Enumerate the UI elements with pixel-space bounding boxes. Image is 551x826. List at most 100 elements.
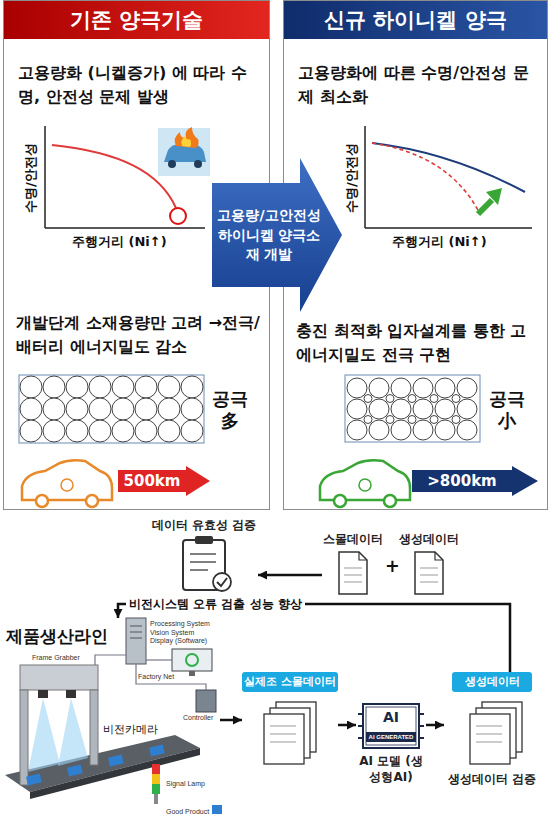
production-line-illustration (38, 690, 48, 698)
production-line-illustration (67, 765, 83, 777)
document-icon-shape (344, 568, 362, 569)
particle (66, 376, 88, 398)
particle (43, 398, 65, 420)
burning-car-icon (168, 160, 176, 168)
particle (391, 420, 411, 440)
part-label: Controller (183, 714, 213, 722)
part-label: Good Product (166, 808, 209, 816)
document-icon: 생성데이터 (398, 532, 460, 596)
particle (435, 378, 455, 398)
production-line-illustration (152, 784, 160, 794)
particle (20, 376, 42, 398)
production-line-illustration (26, 774, 42, 786)
panel-header: 기존 양극기술 (4, 1, 269, 39)
production-line-illustration (152, 764, 160, 774)
production-line-illustration (189, 671, 195, 676)
production-line-illustration (186, 654, 198, 666)
icon-caption: 데이터 유효성 검증 (150, 518, 258, 534)
particle (435, 399, 455, 419)
data-stack: 생성데이터생성데이터 검증 (444, 672, 540, 792)
ev-car-outline (320, 460, 410, 500)
particle (89, 398, 111, 420)
particle (181, 376, 203, 398)
particle (391, 399, 411, 419)
particle (135, 376, 157, 398)
production-line-illustration (126, 618, 146, 664)
left-graph (170, 208, 186, 224)
small-particle (386, 416, 394, 424)
data-stack-shape (270, 726, 296, 727)
ai-chip-shape (358, 713, 363, 715)
part-label: Processing System (150, 620, 210, 628)
document-icon-shape (344, 575, 362, 576)
icon-caption: AI 모델 (생성형AI) (356, 754, 426, 785)
part-label: Signal Lamp (166, 780, 205, 788)
document-icon-shape (420, 575, 438, 576)
particle (112, 420, 134, 442)
document-icon-shape (359, 552, 367, 560)
particle-packing (19, 375, 204, 443)
axis-label: 주행거리 (Ni↑) (72, 233, 167, 251)
production-line-illustration (5, 618, 222, 814)
particle (135, 420, 157, 442)
icon-caption: 스몰데이터 (322, 532, 384, 548)
panel-text: 고용량화에 따른 수명/안전성 문제 최소화 (298, 61, 536, 109)
particle (413, 420, 433, 440)
data-stack-shape (470, 714, 510, 764)
data-stack-shape (476, 734, 502, 735)
clipboard-icon: 데이터 유효성 검증 (150, 518, 258, 594)
arrow-text: 고용량/고안전성 하이니켈 양극소재 개발 (214, 206, 324, 265)
burning-car-icon (158, 128, 210, 176)
production-line-illustration (58, 698, 88, 766)
range-arrow-shape (412, 466, 538, 496)
particle (457, 420, 477, 440)
data-stack-shape (476, 742, 502, 743)
ev-car-outline (36, 495, 48, 507)
particle (158, 376, 180, 398)
ev-car-outline (384, 495, 396, 507)
edge-label: 비전시스템 오류 검출 성능 향상 (126, 596, 305, 612)
range-arrow-shape (118, 466, 210, 496)
right-graph (364, 126, 366, 228)
range-arrow: >800km (412, 466, 538, 496)
connector (118, 604, 510, 672)
production-line-illustration (136, 664, 206, 690)
document-icon-shape (420, 568, 438, 569)
panel-text: 충진 최적화 입자설계를 통한 고에너지밀도 전극 구현 (296, 319, 542, 367)
particle (347, 399, 367, 419)
ev-car-outline (22, 460, 112, 507)
axis-label: 수명/안전성 (22, 143, 40, 213)
porosity-label: 공극 多 (207, 388, 253, 431)
panel-text: 개발단계 소재용량만 고려 →전극/배터리 에너지밀도 감소 (16, 311, 268, 359)
production-line-illustration (149, 745, 165, 757)
particle (369, 399, 389, 419)
ai-chip-shape (419, 737, 424, 739)
clipboard-icon-shape (190, 561, 216, 563)
production-line-illustration (28, 698, 60, 772)
document-icon-shape (435, 552, 443, 560)
range-arrow: 500km (118, 466, 210, 496)
particle (20, 420, 42, 442)
clipboard-icon-shape (190, 569, 208, 571)
particle (66, 398, 88, 420)
production-line-illustration (146, 659, 172, 660)
particle (369, 420, 389, 440)
right-graph (372, 143, 480, 214)
part-label: Vision System Display (Software) (150, 629, 218, 646)
range-value: 500km (118, 470, 186, 492)
production-line-illustration (130, 638, 142, 639)
document-icon-shape (415, 552, 443, 594)
ev-car-outline (334, 495, 346, 507)
ev-car-outline (359, 479, 371, 491)
particle (181, 398, 203, 420)
particle (112, 398, 134, 420)
particle (181, 420, 203, 442)
axis-label: 주행거리 (Ni↑) (392, 233, 487, 251)
particle-packing (19, 375, 480, 443)
particle (89, 376, 111, 398)
panel-header: 신규 하이니켈 양극 (284, 1, 547, 39)
process-arrow-shape (212, 158, 342, 312)
connector (426, 724, 444, 727)
document-icon-shape (420, 582, 438, 583)
